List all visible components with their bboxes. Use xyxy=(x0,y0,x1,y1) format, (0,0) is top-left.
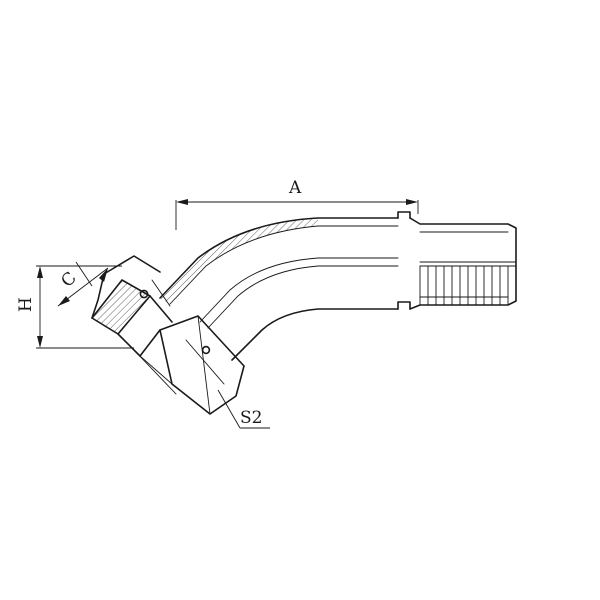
label-h: H xyxy=(16,297,36,312)
label-a: A xyxy=(288,178,302,198)
label-s2: S2 xyxy=(240,408,262,428)
tail-ribs xyxy=(419,265,509,306)
swivel-nut xyxy=(91,255,245,415)
dimension-c: C xyxy=(57,261,109,307)
dimension-a: A xyxy=(175,178,419,230)
label-c: C xyxy=(57,268,80,291)
dimension-h: H xyxy=(16,265,134,349)
hose-tail xyxy=(397,211,517,310)
leader-s2: S2 xyxy=(217,389,270,429)
elbow-tube xyxy=(159,217,399,361)
